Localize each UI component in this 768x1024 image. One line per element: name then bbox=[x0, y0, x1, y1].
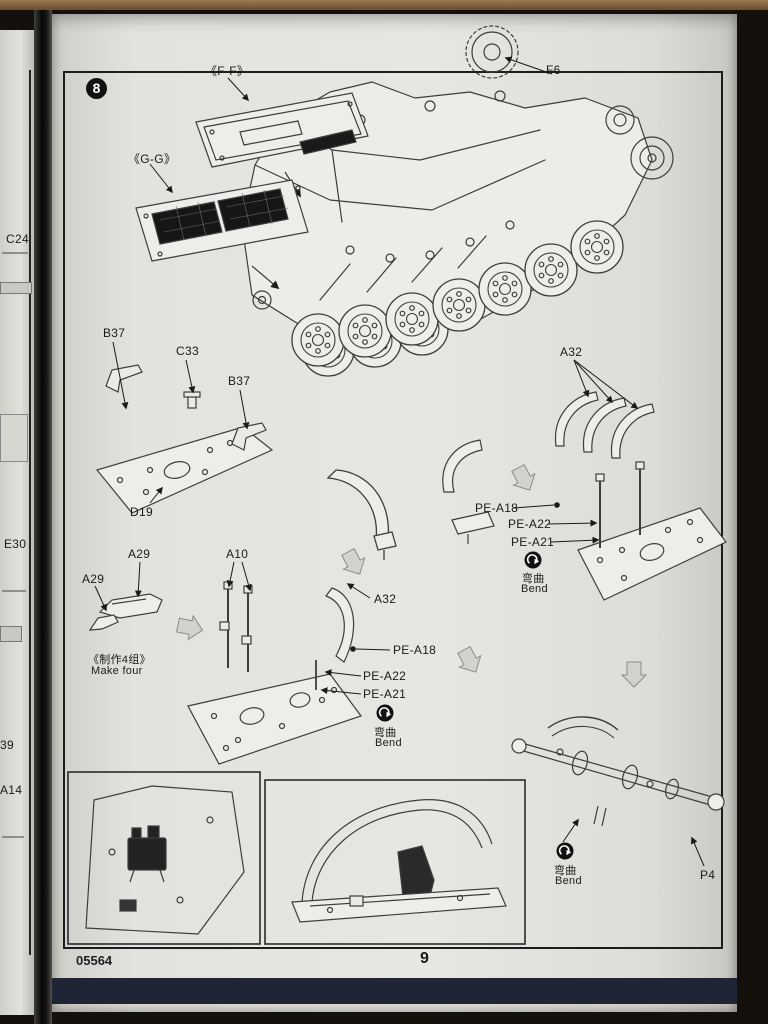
callout-a32-mid: A32 bbox=[374, 592, 397, 606]
bend-note-zh: 弯曲 bbox=[374, 727, 397, 739]
make-four-note-zh: 《制作4组》 bbox=[88, 654, 151, 666]
adjacent-label-a14: A14 bbox=[0, 783, 23, 797]
a10-assembly bbox=[187, 581, 362, 765]
callout-f6: F6 bbox=[546, 63, 561, 77]
callout-p4: P4 bbox=[700, 868, 716, 882]
small-brace-and-plate bbox=[442, 439, 495, 544]
sprue-stub bbox=[2, 836, 24, 838]
callout-b37-a: B37 bbox=[103, 326, 126, 340]
callout-ff: 《F-F》 bbox=[205, 64, 250, 78]
callout-a32-top: A32 bbox=[560, 345, 583, 359]
bend-note-zh: 弯曲 bbox=[554, 865, 577, 877]
callout-pe-a21-l: PE-A21 bbox=[363, 687, 407, 701]
d19-assembly bbox=[95, 364, 274, 514]
detail-inset-left bbox=[67, 771, 261, 945]
step-frame-border bbox=[63, 71, 723, 949]
right-fender-assembly bbox=[577, 461, 727, 601]
callout-d19: D19 bbox=[130, 505, 153, 519]
bend-note-en: Bend bbox=[521, 583, 548, 595]
bend-note-zh: 弯曲 bbox=[522, 573, 545, 585]
table-edge-strip bbox=[0, 0, 768, 10]
adjacent-label-e30: E30 bbox=[4, 537, 27, 551]
parts-table-stub bbox=[0, 414, 28, 462]
callout-pe-a22-l: PE-A22 bbox=[363, 669, 407, 683]
callout-b37-b: B37 bbox=[228, 374, 251, 388]
bottom-cover-band bbox=[52, 978, 737, 1004]
callout-a10: A10 bbox=[226, 547, 249, 561]
booklet-gutter-shadow bbox=[34, 10, 52, 1024]
a29-brackets bbox=[88, 593, 163, 631]
callout-pe-a22-r: PE-A22 bbox=[508, 517, 552, 531]
adjacent-label-c24: C24 bbox=[6, 232, 29, 246]
deck-panel-gg bbox=[135, 179, 309, 290]
make-four-note-en: Make four bbox=[91, 665, 143, 677]
deck-panel-ff bbox=[195, 92, 369, 198]
adjacent-label-39: 39 bbox=[0, 738, 14, 752]
center-brace-a32 bbox=[326, 469, 397, 560]
callout-gg: 《G-G》 bbox=[128, 152, 177, 166]
sprue-stub bbox=[2, 252, 28, 254]
callout-pe-a18-r: PE-A18 bbox=[475, 501, 519, 515]
page-number: 9 bbox=[420, 950, 429, 967]
callout-c33: C33 bbox=[176, 344, 199, 358]
callout-pe-a21-r: PE-A21 bbox=[511, 535, 555, 549]
adjacent-page-frame-line bbox=[29, 70, 31, 955]
leader-lines bbox=[94, 56, 705, 867]
adjacent-page-sliver bbox=[0, 30, 34, 1015]
kit-number: 05564 bbox=[76, 953, 113, 968]
bend-note-en: Bend bbox=[375, 737, 402, 749]
p4-roller-assembly bbox=[511, 716, 725, 827]
callout-a29-b: A29 bbox=[82, 572, 105, 586]
bend-note-en: Bend bbox=[555, 875, 582, 887]
part-stub bbox=[0, 282, 32, 294]
a32-braces bbox=[554, 391, 655, 459]
step-number-badge: 8 bbox=[86, 78, 107, 99]
sprue-stub bbox=[2, 590, 26, 592]
callout-pe-a18-l: PE-A18 bbox=[393, 643, 437, 657]
part-stub bbox=[0, 626, 22, 642]
detail-inset-right bbox=[264, 779, 526, 945]
callout-a29-a: A29 bbox=[128, 547, 151, 561]
